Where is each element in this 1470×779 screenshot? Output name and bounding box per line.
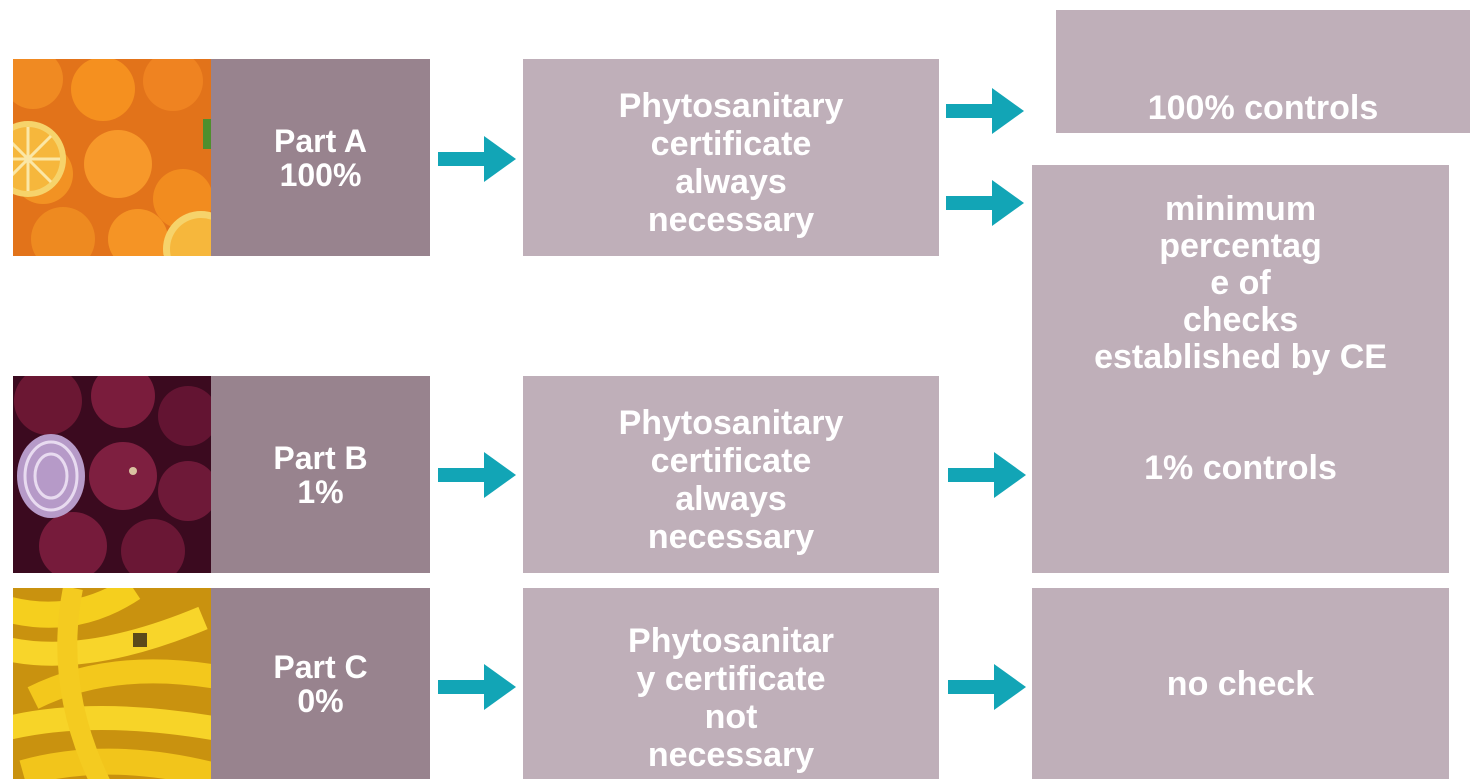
minimum-percentage-box: minimum percentag e of checks establishe… — [1032, 165, 1449, 573]
part-a-percent: 100% — [279, 156, 362, 193]
minimum-line: established by CE — [1094, 338, 1387, 376]
certificate-line: necessary — [647, 517, 815, 556]
one-percent-controls-text: 1% controls — [1144, 449, 1337, 487]
certificate-line: always — [675, 162, 787, 201]
arrow-right-icon — [438, 664, 518, 710]
arrow-right-icon — [946, 180, 1026, 226]
part-b-label: Part B 1% — [211, 376, 430, 573]
certificate-line: Phytosanitary — [618, 403, 844, 442]
certificate-line: necessary — [647, 735, 815, 774]
certificate-line: Phytosanitary — [618, 86, 844, 125]
oranges-photo — [13, 59, 211, 256]
part-a-title: Part A — [273, 122, 368, 159]
part-c-certificate-box: Phytosanitar y certificate not necessary — [523, 588, 939, 779]
arrow-right-icon — [946, 88, 1026, 134]
full-controls-box: 100% controls — [1056, 10, 1470, 133]
certificate-line: certificate — [650, 124, 812, 163]
arrow-right-icon — [948, 664, 1028, 710]
certificate-line: necessary — [647, 200, 815, 239]
certificate-line: certificate — [650, 441, 812, 480]
part-a-certificate-box: Phytosanitary certificate always necessa… — [523, 59, 939, 256]
part-b-certificate-box: Phytosanitary certificate always necessa… — [523, 376, 939, 573]
certificate-line: y certificate — [636, 659, 826, 698]
arrow-right-icon — [948, 452, 1028, 498]
part-c-label: Part C 0% — [211, 588, 430, 779]
part-c-title: Part C — [273, 648, 368, 685]
bananas-photo — [13, 588, 211, 779]
red-onions-photo — [13, 376, 211, 573]
part-c-percent: 0% — [297, 682, 344, 719]
minimum-line: percentag — [1159, 227, 1322, 265]
certificate-line: Phytosanitar — [628, 621, 834, 660]
part-b-percent: 1% — [297, 473, 344, 510]
certificate-line: always — [675, 479, 787, 518]
certificate-line: not — [704, 697, 758, 736]
no-check-box: no check — [1032, 588, 1449, 779]
part-b-title: Part B — [273, 439, 368, 476]
no-check-text: no check — [1166, 664, 1315, 703]
arrow-right-icon — [438, 136, 518, 182]
minimum-line: minimum — [1164, 190, 1317, 228]
arrow-right-icon — [438, 452, 518, 498]
full-controls-text: 100% controls — [1147, 89, 1379, 127]
part-a-label: Part A 100% — [211, 59, 430, 256]
minimum-line: e of — [1210, 264, 1271, 302]
minimum-line: checks — [1182, 301, 1299, 339]
